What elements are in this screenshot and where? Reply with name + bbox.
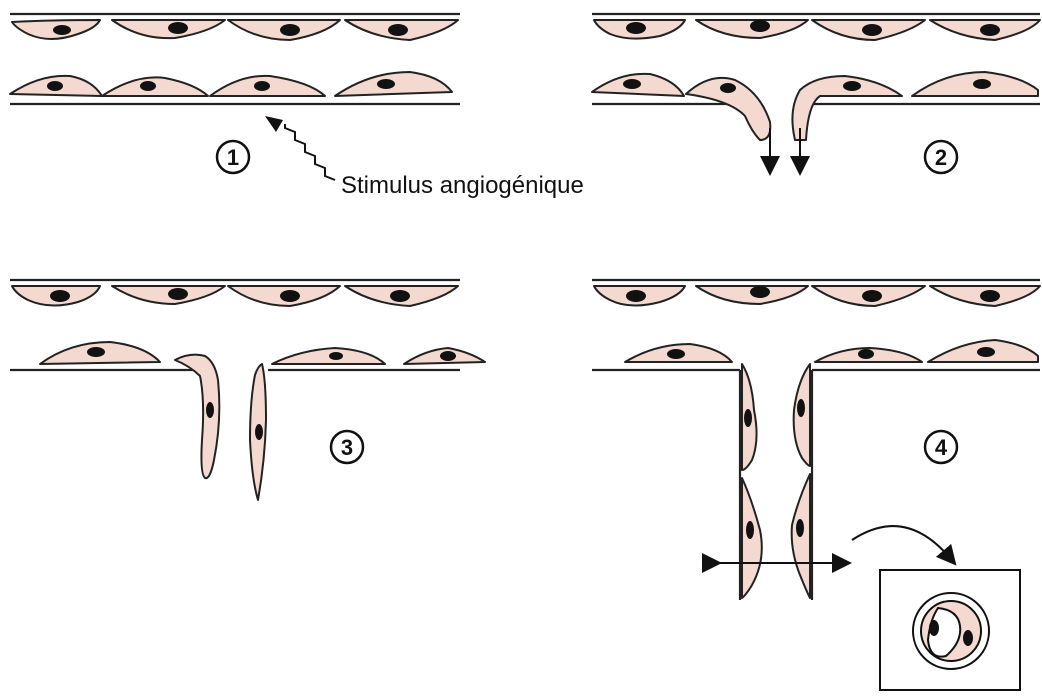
nucleus	[87, 347, 105, 357]
sprouting-cell-left	[175, 355, 219, 479]
nucleus	[862, 290, 882, 302]
nucleus	[626, 290, 646, 302]
stimulus-label: Stimulus angiogénique	[341, 172, 584, 199]
nucleus	[47, 81, 63, 91]
nucleus	[280, 24, 300, 36]
nucleus	[280, 290, 300, 302]
nucleus	[744, 409, 752, 427]
nucleus	[50, 290, 70, 302]
lower-endothelium	[592, 72, 1038, 140]
nucleus	[390, 290, 410, 302]
nucleus	[377, 79, 395, 89]
nucleus	[388, 24, 408, 36]
nucleus	[255, 424, 263, 440]
upper-endothelium	[594, 286, 1040, 306]
nucleus	[862, 24, 882, 36]
nucleus	[623, 79, 641, 89]
nucleus	[963, 630, 973, 646]
nucleus	[858, 349, 874, 359]
nucleus	[440, 351, 456, 361]
stimulus-wavy-arrow	[265, 116, 335, 180]
nucleus	[140, 81, 156, 91]
nucleus	[980, 24, 1000, 36]
nucleus	[254, 81, 270, 91]
nucleus	[329, 352, 343, 360]
nucleus	[667, 349, 685, 359]
step-3-label: 3	[341, 435, 353, 460]
lower-endothelium	[10, 72, 452, 96]
step-4-marker: 4	[925, 431, 957, 463]
nucleus	[973, 79, 991, 89]
nucleus	[53, 25, 71, 35]
upper-endothelium	[12, 286, 458, 306]
nucleus	[980, 290, 1000, 302]
nucleus	[168, 288, 188, 300]
cross-section-inset	[880, 570, 1020, 690]
step-3-marker: 3	[331, 431, 363, 463]
panel-2: 2	[592, 14, 1040, 173]
nucleus	[626, 22, 646, 34]
panel-1: 1 Stimulus angiogénique	[10, 14, 584, 199]
nucleus	[796, 519, 804, 537]
step-1-label: 1	[227, 145, 239, 170]
nucleus	[797, 399, 805, 417]
endothelial-cell	[272, 348, 385, 364]
nucleus	[720, 83, 736, 93]
nucleus	[750, 20, 770, 32]
nucleus	[977, 347, 995, 357]
panel-4: 4	[592, 280, 1040, 690]
lower-endothelium	[625, 340, 1038, 362]
upper-endothelium	[594, 20, 1040, 40]
nucleus	[843, 81, 861, 91]
step-2-marker: 2	[925, 141, 957, 173]
nucleus	[746, 521, 754, 539]
panel-3: 3	[10, 280, 485, 500]
step-4-label: 4	[935, 435, 948, 460]
nucleus	[750, 286, 770, 298]
nucleus	[168, 22, 188, 34]
lower-endothelium	[40, 342, 485, 364]
step-1-marker: 1	[217, 141, 249, 173]
nucleus	[929, 620, 939, 636]
nucleus	[206, 402, 214, 418]
tube-cell	[742, 478, 762, 598]
cross-section-arrow	[852, 526, 950, 558]
step-2-label: 2	[935, 145, 947, 170]
upper-endothelium	[12, 20, 458, 40]
